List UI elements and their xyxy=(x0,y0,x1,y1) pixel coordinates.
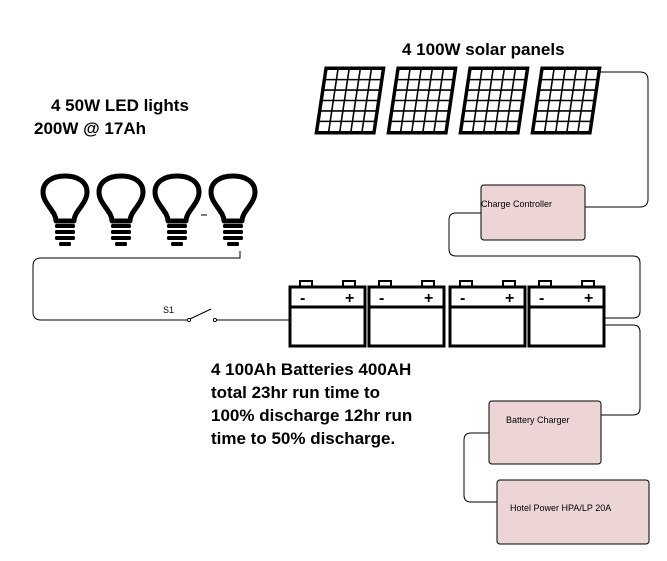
battery-description: 4 100Ah Batteries 400AH total 23hr run t… xyxy=(211,360,412,448)
battery-description-line: 100% discharge 12hr run xyxy=(211,406,412,425)
battery-description-line: time to 50% discharge. xyxy=(211,429,395,448)
battery-charger-label: Battery Charger xyxy=(506,415,570,425)
solar-panel xyxy=(314,66,386,135)
solar-panel xyxy=(386,66,458,135)
solar-panels-title: 4 100W solar panels xyxy=(402,40,565,59)
battery-description-line: total 23hr run time to xyxy=(211,383,380,402)
wire-lights-circuit xyxy=(32,251,241,321)
lights-title: 4 50W LED lights xyxy=(51,96,189,115)
solar-panels xyxy=(314,66,602,135)
led-bulb-icon xyxy=(96,173,146,246)
led-bulb-icon xyxy=(40,173,90,246)
led-bulb-icon xyxy=(208,173,258,246)
led-bulb-icon xyxy=(152,173,202,246)
hotel-power-label: Hotel Power HPA/LP 20A xyxy=(510,503,611,513)
battery-plus-sign: + xyxy=(584,290,593,307)
battery-minus-sign: - xyxy=(300,290,305,307)
battery-plus-sign: + xyxy=(505,290,514,307)
hotel-power[interactable]: Hotel Power HPA/LP 20A xyxy=(496,479,650,545)
battery-bank: -+-+-+-+ xyxy=(288,280,606,348)
switch-s1[interactable] xyxy=(186,308,218,323)
battery-icon: -+ xyxy=(288,280,367,348)
battery-description-line: 4 100Ah Batteries 400AH xyxy=(211,360,411,379)
battery-minus-sign: - xyxy=(539,290,544,307)
charge-controller[interactable]: Charge Controller xyxy=(480,184,586,241)
battery-icon: -+ xyxy=(448,280,527,348)
switch-label: S1 xyxy=(163,305,174,315)
led-lights xyxy=(40,173,258,246)
wire-batteries-to-charger xyxy=(601,324,641,416)
battery-minus-sign: - xyxy=(460,290,465,307)
battery-charger[interactable]: Battery Charger xyxy=(488,400,602,465)
wire-controller-to-batteries xyxy=(448,212,641,319)
solar-panel xyxy=(530,66,602,135)
wire-panels-to-controller xyxy=(585,71,649,208)
battery-icon: -+ xyxy=(367,280,446,348)
wire-charger-to-hotel-power xyxy=(463,432,497,503)
wires xyxy=(32,71,649,503)
solar-panel xyxy=(458,66,530,135)
battery-icon: -+ xyxy=(527,280,606,348)
battery-plus-sign: + xyxy=(424,290,433,307)
lights-subtitle: 200W @ 17Ah xyxy=(34,119,146,138)
battery-minus-sign: - xyxy=(379,290,384,307)
battery-plus-sign: + xyxy=(345,290,354,307)
charge-controller-label: Charge Controller xyxy=(481,199,552,209)
